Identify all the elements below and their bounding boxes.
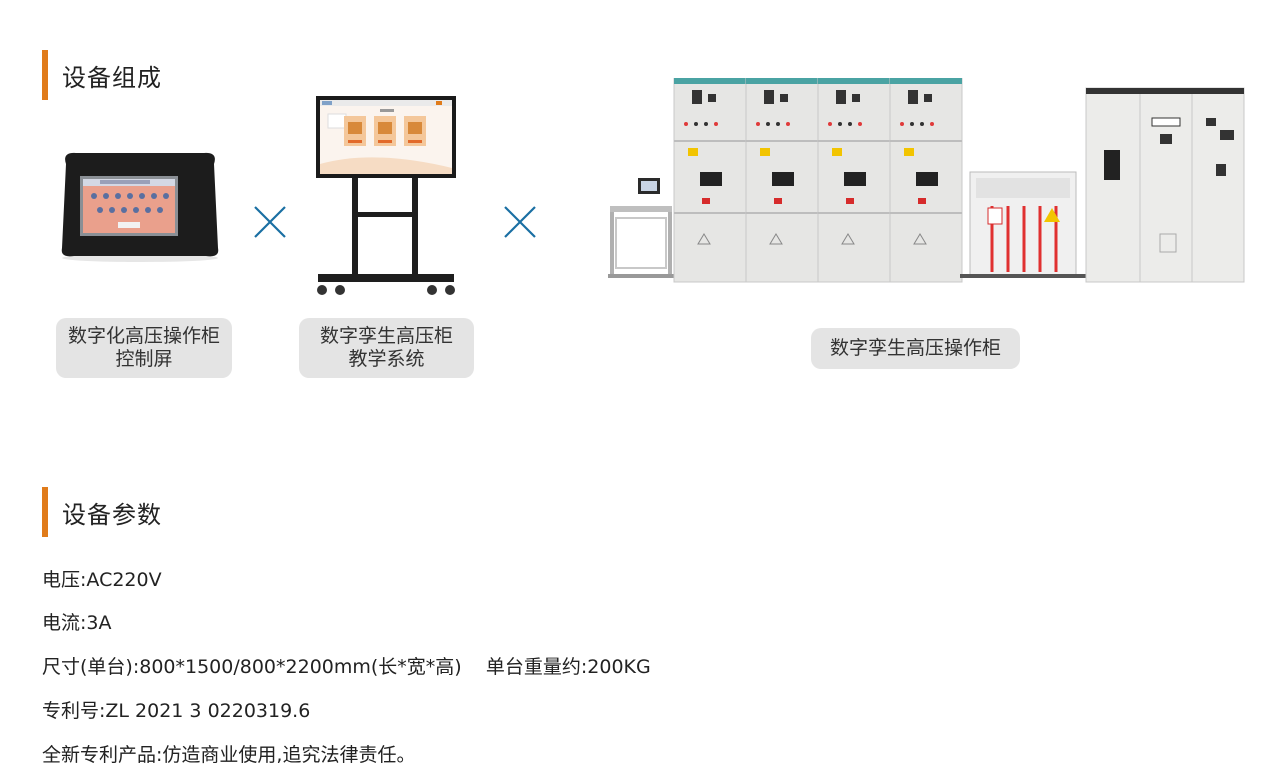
label-line: 教学系统 [348, 348, 425, 370]
control-screen-image [60, 150, 220, 262]
section-title-parameters: 设备参数 [42, 487, 162, 537]
label-teaching-system: 数字孪生高压柜 教学系统 [299, 318, 474, 378]
label-line: 数字孪生高压操作柜 [829, 337, 1001, 359]
teaching-display-image [314, 94, 460, 300]
section-title-text: 设备组成 [62, 63, 162, 92]
switchgear-cabinets-image [604, 78, 1248, 284]
times-icon [503, 205, 537, 239]
param-current: 电流:3A [42, 612, 112, 634]
param-voltage: 电压:AC220V [42, 569, 162, 591]
accent-bar [42, 50, 48, 100]
param-patent: 专利号:ZL 2021 3 0220319.6 [42, 700, 311, 722]
label-line: 数字孪生高压柜 [319, 325, 453, 347]
label-line: 数字化高压操作柜 [67, 325, 220, 347]
section-title-text: 设备参数 [62, 500, 162, 529]
times-icon [253, 205, 287, 239]
section-title-composition: 设备组成 [42, 50, 162, 100]
label-line: 控制屏 [115, 348, 173, 370]
label-control-screen: 数字化高压操作柜 控制屏 [56, 318, 232, 378]
label-hv-cabinet: 数字孪生高压操作柜 [811, 328, 1020, 369]
param-notice: 全新专利产品:仿造商业使用,追究法律责任。 [42, 744, 416, 766]
accent-bar [42, 487, 48, 537]
param-size-weight: 尺寸(单台):800*1500/800*2200mm(长*宽*高) 单台重量约:… [42, 656, 651, 678]
